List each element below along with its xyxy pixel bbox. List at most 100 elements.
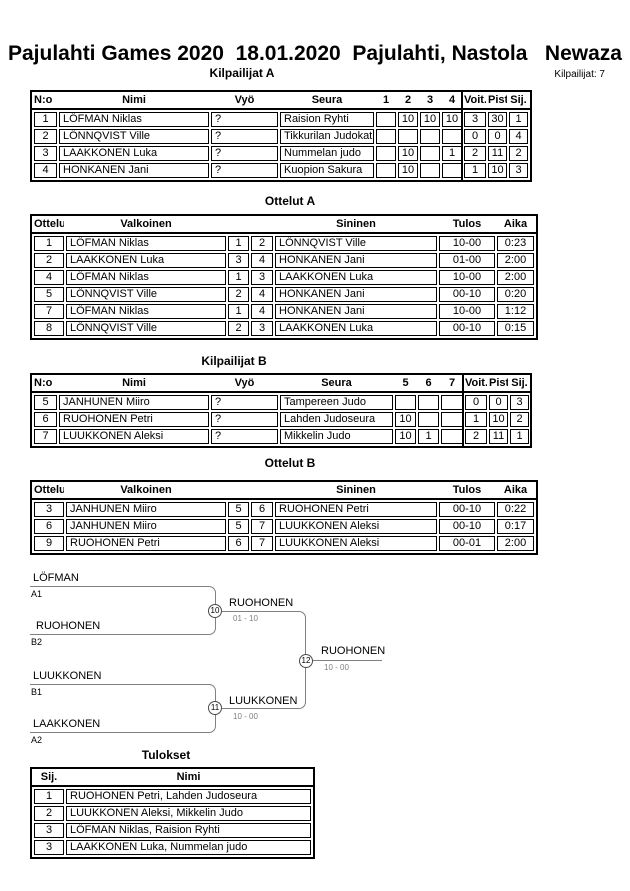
bracket-connector <box>306 660 382 661</box>
club-cell: Lahden Judoseura <box>280 412 393 427</box>
place-cell: 3 <box>509 163 528 178</box>
bracket-seed: B1 <box>31 687 43 697</box>
bracket-score: 10 - 00 <box>233 712 258 721</box>
col-header-points: Pist. <box>489 377 508 389</box>
score-cell <box>376 129 396 144</box>
name-cell: LUUKKONEN Aleksi <box>59 429 209 444</box>
score-cell: 10 <box>395 429 416 444</box>
belt-cell: ? <box>211 429 278 444</box>
pool-b-table: N:o Nimi Vyö Seura 5 6 7 Voit. Pist. Sij… <box>30 373 532 448</box>
match-no-cell: 9 <box>34 536 64 551</box>
col-header-name: Nimi <box>122 94 146 106</box>
wins-cell: 1 <box>465 412 487 427</box>
club-cell: Raision Ryhti <box>280 112 374 127</box>
time-cell: 1:12 <box>497 304 534 319</box>
match-no-cell: 3 <box>34 502 64 517</box>
bracket-connector <box>215 660 306 709</box>
match-no-cell: 2 <box>34 253 64 268</box>
points-cell: 0 <box>489 395 508 410</box>
no-cell: 3 <box>34 146 57 161</box>
pool-a-body: 1 LÖFMAN Niklas ? Raision Ryhti 10 10 10… <box>32 110 530 180</box>
results-title: Tulokset <box>141 748 191 762</box>
col-header-white: Valkoinen <box>120 484 172 496</box>
col-header-place: Sij. <box>511 377 528 389</box>
place-cell: 3 <box>34 840 64 855</box>
belt-cell: ? <box>211 112 278 127</box>
wins-cell: 2 <box>465 429 487 444</box>
col-header-place: Sij. <box>510 94 527 106</box>
result-cell: 00-10 <box>439 321 495 336</box>
result-cell: 00-10 <box>439 519 495 534</box>
points-cell: 11 <box>488 146 507 161</box>
place-cell: 3 <box>510 395 529 410</box>
no-cell: 1 <box>34 112 57 127</box>
col-header-m4: 4 <box>448 94 456 106</box>
time-cell: 2:00 <box>497 270 534 285</box>
score-cell <box>398 129 418 144</box>
white-cell: LÖFMAN Niklas <box>66 270 226 285</box>
no-cell: 2 <box>34 129 57 144</box>
white-no-cell: 1 <box>228 270 249 285</box>
white-no-cell: 1 <box>228 304 249 319</box>
bracket-seed: A2 <box>31 735 43 745</box>
points-cell: 0 <box>488 129 507 144</box>
col-header-wins: Voit. <box>465 377 487 389</box>
white-cell: RUOHONEN Petri <box>66 536 226 551</box>
col-header-club: Seura <box>321 377 352 389</box>
matches-a-header-row: Ottelu Valkoinen Sininen Tulos Aika <box>32 216 536 234</box>
bracket-seed: B2 <box>31 637 43 647</box>
matches-b-header-row: Ottelu Valkoinen Sininen Tulos Aika <box>32 482 536 500</box>
col-header-m2: 2 <box>404 94 412 106</box>
pool-b-header-row: N:o Nimi Vyö Seura 5 6 7 Voit. Pist. Sij… <box>32 375 530 393</box>
result-cell: 10-00 <box>439 304 495 319</box>
score-cell <box>420 129 440 144</box>
matches-b-body: 3 JANHUNEN Miiro 5 6 RUOHONEN Petri 00-1… <box>32 500 536 553</box>
match-no-cell: 1 <box>34 236 64 251</box>
blue-no-cell: 3 <box>251 321 273 336</box>
match-no-cell: 5 <box>34 287 64 302</box>
white-no-cell: 2 <box>228 287 249 302</box>
time-cell: 2:00 <box>497 536 534 551</box>
points-cell: 10 <box>488 163 507 178</box>
name-cell: LAAKKONEN Luka <box>59 146 209 161</box>
col-header-wins: Voit. <box>464 94 486 106</box>
score-cell: 1 <box>442 146 462 161</box>
score-cell: 1 <box>418 429 439 444</box>
col-header-time: Aika <box>503 484 528 496</box>
bracket-score: 01 - 10 <box>233 614 258 623</box>
result-cell: 00-01 <box>439 536 495 551</box>
belt-cell: ? <box>211 146 278 161</box>
match-number-badge: 10 <box>208 604 222 618</box>
col-header-name: Nimi <box>122 377 146 389</box>
name-cell: RUOHONEN Petri, Lahden Judoseura <box>66 789 311 804</box>
no-cell: 7 <box>34 429 57 444</box>
blue-cell: LAAKKONEN Luka <box>275 270 437 285</box>
pool-a-title: Kilpailijat A <box>209 66 275 80</box>
blue-no-cell: 4 <box>251 287 273 302</box>
result-cell: 00-10 <box>439 287 495 302</box>
blue-cell: HONKANEN Jani <box>275 287 437 302</box>
score-cell <box>376 163 396 178</box>
wins-cell: 1 <box>464 163 486 178</box>
white-no-cell: 2 <box>228 321 249 336</box>
name-cell: JANHUNEN Miiro <box>59 395 209 410</box>
result-cell: 10-00 <box>439 270 495 285</box>
score-cell <box>442 129 462 144</box>
score-cell: 10 <box>420 112 440 127</box>
score-cell <box>420 163 440 178</box>
club-cell: Kuopion Sakura <box>280 163 374 178</box>
blue-no-cell: 2 <box>251 236 273 251</box>
col-header-no: N:o <box>34 94 53 106</box>
white-cell: LÖFMAN Niklas <box>66 304 226 319</box>
name-cell: LUUKKONEN Aleksi, Mikkelin Judo <box>66 806 311 821</box>
white-no-cell: 5 <box>228 519 249 534</box>
match-number-badge: 11 <box>208 701 222 715</box>
name-cell: LÖFMAN Niklas <box>59 112 209 127</box>
white-no-cell: 1 <box>228 236 249 251</box>
score-cell <box>420 146 440 161</box>
col-header-empty <box>251 482 273 498</box>
blue-cell: LUUKKONEN Aleksi <box>275 536 437 551</box>
score-cell <box>441 395 463 410</box>
belt-cell: ? <box>211 412 278 427</box>
name-cell: RUOHONEN Petri <box>59 412 209 427</box>
